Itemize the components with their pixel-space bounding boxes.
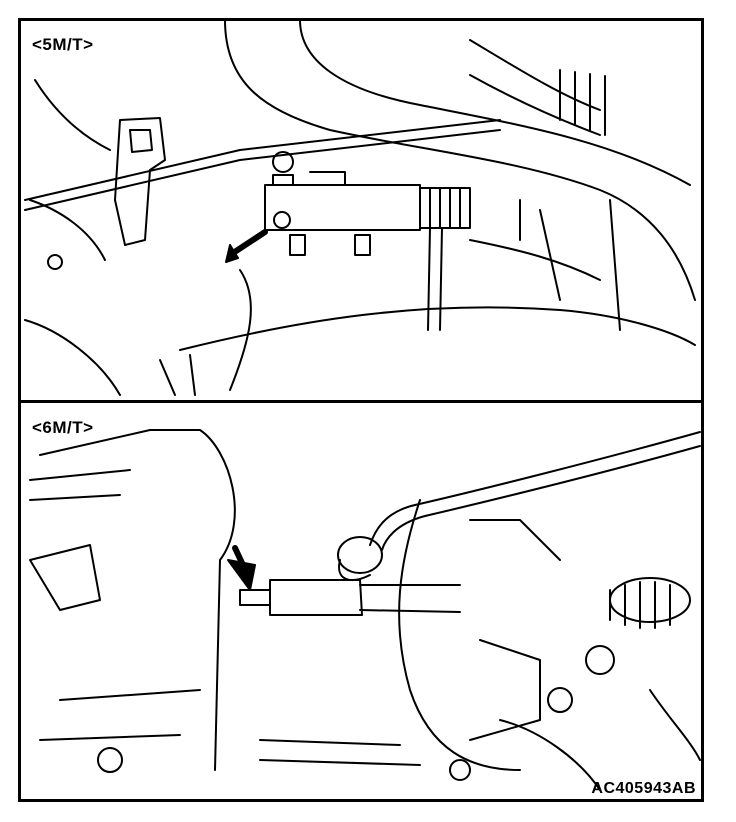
- panel-divider: [18, 400, 704, 403]
- panel-label-6mt: <6M/T>: [32, 418, 94, 437]
- figure-code: AC405943AB: [591, 780, 696, 797]
- panel-label-5mt: <5M/T>: [32, 35, 94, 54]
- figure-frame: [18, 18, 704, 802]
